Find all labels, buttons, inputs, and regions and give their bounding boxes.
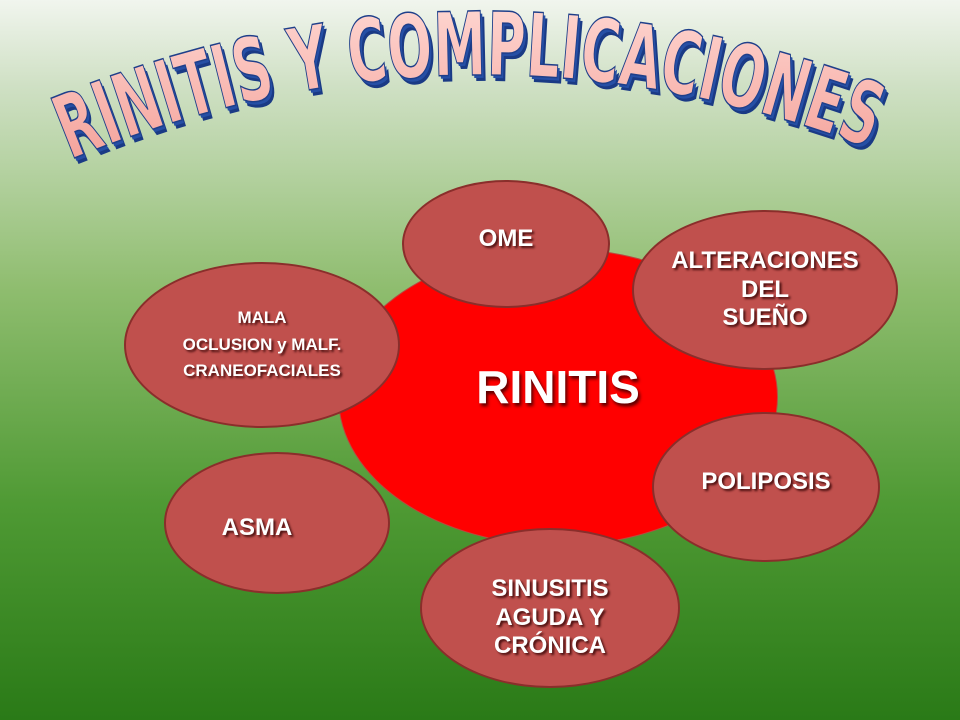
node-sinusitis-line-3: CRÓNICA xyxy=(494,632,606,660)
node-malocclusion-line-3: CRANEOFACIALES xyxy=(183,361,341,381)
title-wordart: RINITIS Y COMPLICACIONES RINITIS Y COMPL… xyxy=(39,0,901,180)
node-malocclusion-line-1: MALA xyxy=(237,308,287,328)
node-ome-line-1: OME xyxy=(478,224,534,252)
node-sleep-line-3: SUEÑO xyxy=(722,304,808,332)
node-ome: OME xyxy=(402,180,610,308)
node-sleep-alterations: ALTERACIONES DEL SUEÑO xyxy=(632,210,898,370)
node-sleep-line-2: DEL xyxy=(741,275,789,303)
node-malocclusion-line-2: OCLUSION y MALF. xyxy=(182,334,342,354)
node-sinusitis-line-1: SINUSITIS xyxy=(491,574,609,602)
node-sinusitis: SINUSITIS AGUDA Y CRÓNICA xyxy=(420,528,680,688)
node-sinusitis-line-2: AGUDA Y xyxy=(495,603,605,631)
center-node-label: RINITIS xyxy=(476,361,640,413)
node-malocclusion: MALA OCLUSION y MALF. CRANEOFACIALES xyxy=(124,262,400,428)
node-asthma: ASMA xyxy=(164,452,390,594)
node-asthma-line-1: ASMA xyxy=(221,513,293,541)
node-polyposis: POLIPOSIS xyxy=(652,412,880,562)
node-polyposis-line-1: POLIPOSIS xyxy=(701,467,831,495)
node-sleep-line-1: ALTERACIONES xyxy=(671,246,859,274)
